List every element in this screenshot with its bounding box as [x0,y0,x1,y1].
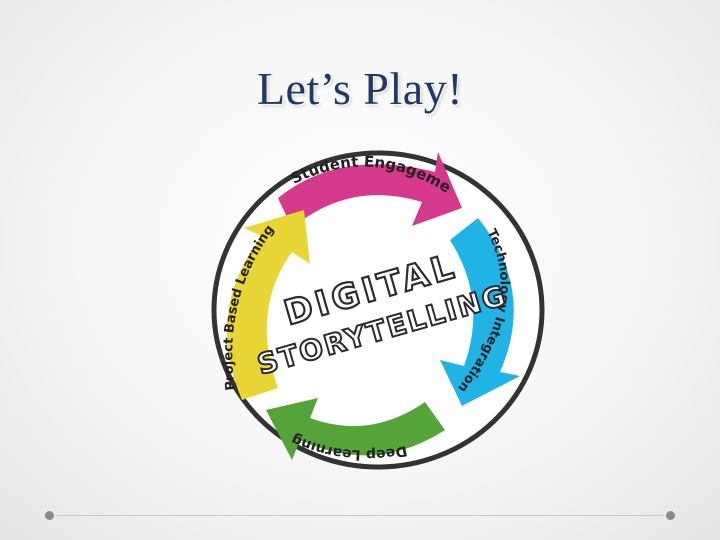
storytelling-cycle-diagram: Student Engagement Technology Integratio… [195,126,560,480]
deep-learning-arrow [266,398,445,460]
bottom-rule [56,515,664,516]
technology-integration-arrow [440,218,520,406]
left-dot-ornament [45,511,54,520]
student-engagement-arrow [278,152,462,228]
right-dot-ornament [666,511,675,520]
project-based-learning-arrow [226,210,310,400]
slide-title: Let’s Play! [256,63,464,114]
cycle-diagram-graphic: Student Engagement Technology Integratio… [195,126,545,470]
